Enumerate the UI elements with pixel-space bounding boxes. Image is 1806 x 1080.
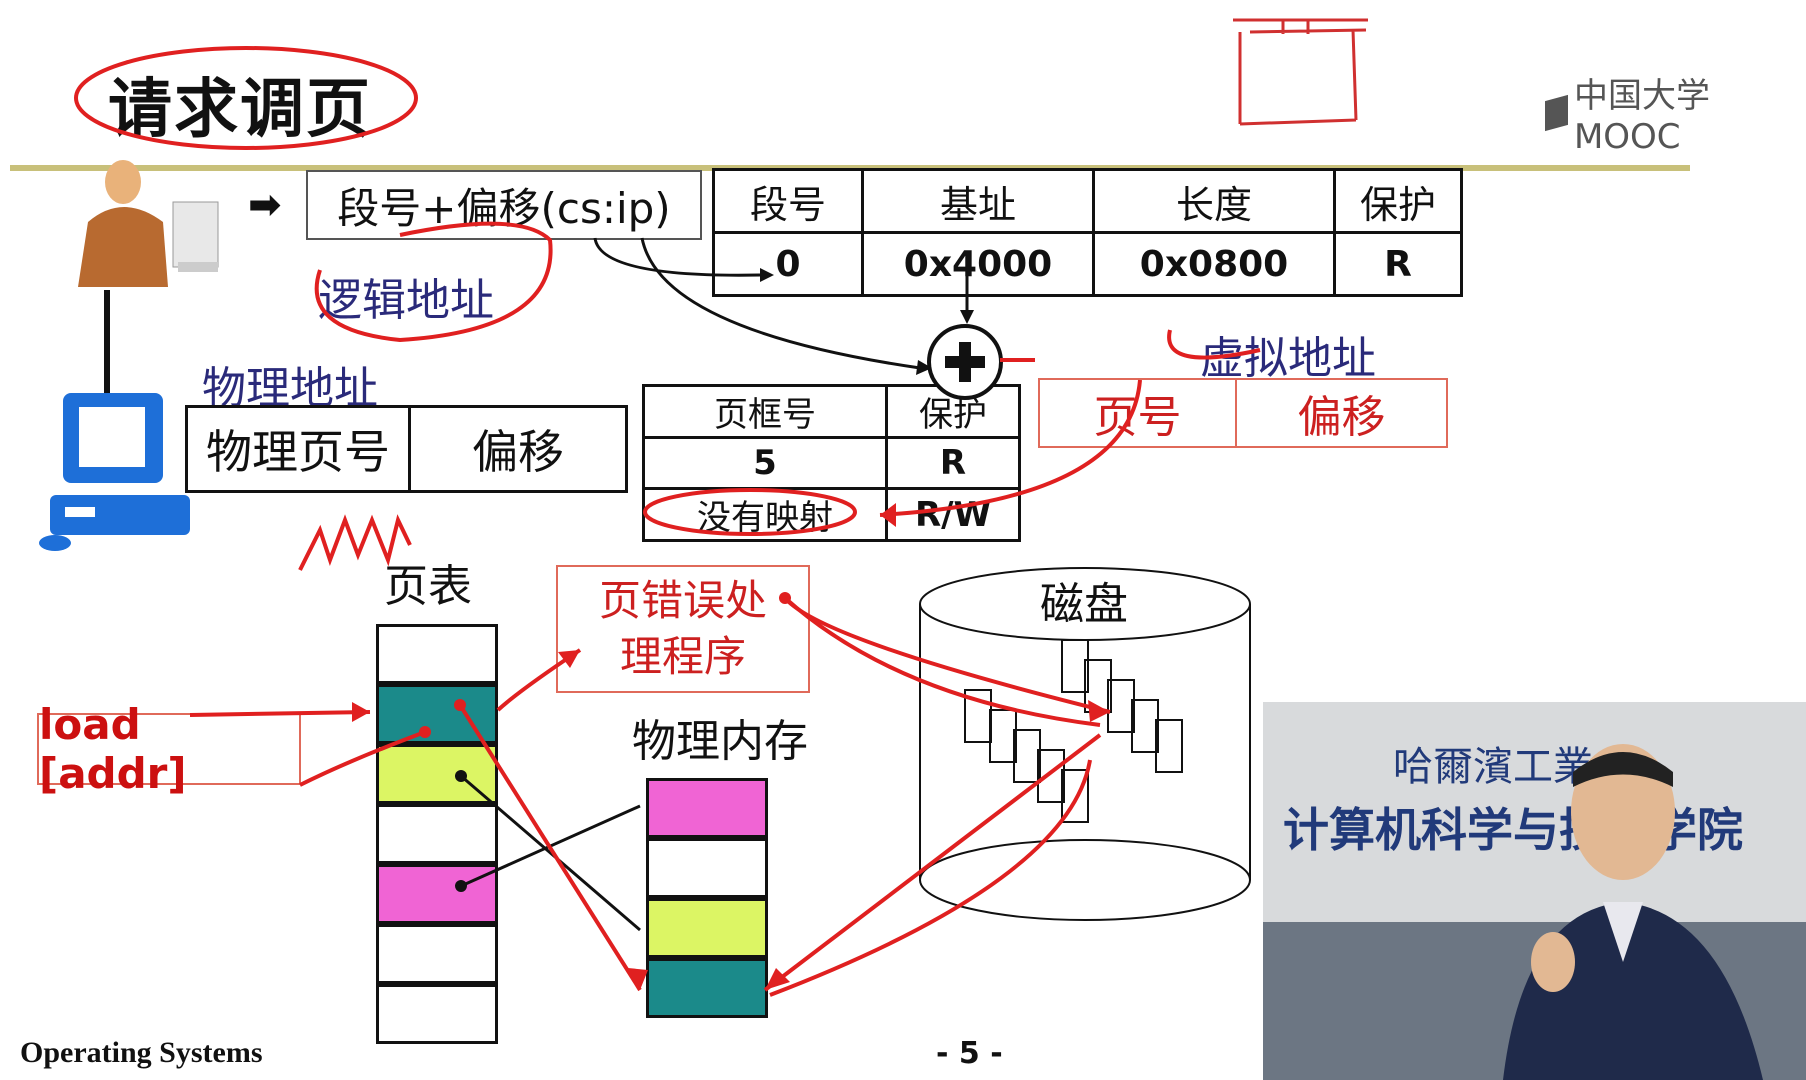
pft-cell-protect-0: R [885, 436, 1021, 490]
page-table-cell [376, 744, 498, 804]
page-table-cell [376, 684, 498, 744]
fault-handler-line1: 页错误处 [598, 576, 767, 625]
physical-address-table: 物理页号 偏移 [185, 405, 628, 493]
pft-cell-protect-1: R/W [885, 487, 1021, 542]
lecturer-figure [1503, 744, 1763, 1080]
physical-address-label: 物理地址 [202, 363, 378, 414]
seg-cell-length: 0x0800 [1092, 231, 1336, 297]
adder-icon [927, 324, 1003, 400]
user-connector [104, 290, 110, 400]
page-table-cell [376, 984, 498, 1044]
virtual-field-offset: 偏移 [1297, 392, 1386, 443]
phys-field-offset: 偏移 [408, 405, 628, 493]
page-table-cell [376, 804, 498, 864]
logical-address-format: 段号+偏移(cs:ip) [306, 170, 702, 240]
virtual-field-page: 页号 [1040, 380, 1237, 446]
title-rule [10, 165, 1690, 171]
physical-memory-label: 物理内存 [632, 716, 808, 767]
pft-cell-frame-1: 没有映射 [642, 487, 888, 542]
segment-table: 段号 基址 长度 保护 0 0x4000 0x0800 R [712, 168, 1463, 297]
page-table-cell [376, 864, 498, 924]
lecturer-video: 哈爾濱工業大 计算机科学与技术学院 [1263, 702, 1806, 1080]
disk-label: 磁盘 [1040, 579, 1128, 630]
page-fault-handler: 页错误处 理程序 [556, 565, 810, 693]
memory-cell [646, 778, 768, 838]
footer-course: Operating Systems [20, 1036, 263, 1069]
mooc-brand-text: 中国大学MOOC [1573, 76, 1710, 157]
seg-header-num: 段号 [712, 168, 864, 234]
logical-address-label: 逻辑地址 [318, 275, 494, 326]
seg-header-length: 长度 [1092, 168, 1336, 234]
load-instruction: load [addr] [37, 700, 301, 798]
pft-header-frame: 页框号 [642, 384, 888, 439]
memory-cell [646, 898, 768, 958]
phys-field-page: 物理页号 [185, 405, 411, 493]
seg-cell-base: 0x4000 [861, 231, 1095, 297]
page-table-cell [376, 624, 498, 684]
seg-cell-num: 0 [712, 231, 864, 297]
seg-cell-protect: R [1333, 231, 1463, 297]
page-table-label: 页表 [384, 561, 472, 612]
video-backdrop [1263, 702, 1806, 922]
virtual-address-box: 页号 偏移 [1038, 378, 1448, 448]
page-table-cell [376, 924, 498, 984]
memory-cell [646, 958, 768, 1018]
user-icon [78, 160, 219, 287]
fault-handler-line2: 理程序 [619, 632, 746, 681]
arrow-right-icon: ➡ [248, 182, 282, 228]
sketch-doodle [1233, 18, 1368, 126]
seg-header-protect: 保护 [1333, 168, 1463, 234]
memory-cell [646, 838, 768, 898]
footer-page-number: - 5 - [936, 1036, 1003, 1071]
mooc-logo-icon [1545, 94, 1568, 131]
virtual-address-label: 虚拟地址 [1200, 333, 1376, 384]
pft-cell-frame-0: 5 [642, 436, 888, 490]
seg-header-base: 基址 [861, 168, 1095, 234]
computer-icon [39, 393, 190, 551]
page-frame-table: 页框号 保护 5 R 没有映射 R/W [642, 384, 1021, 542]
slide-title: 请求调页 [108, 73, 372, 147]
mooc-brand: 中国大学MOOC [1545, 68, 1806, 157]
